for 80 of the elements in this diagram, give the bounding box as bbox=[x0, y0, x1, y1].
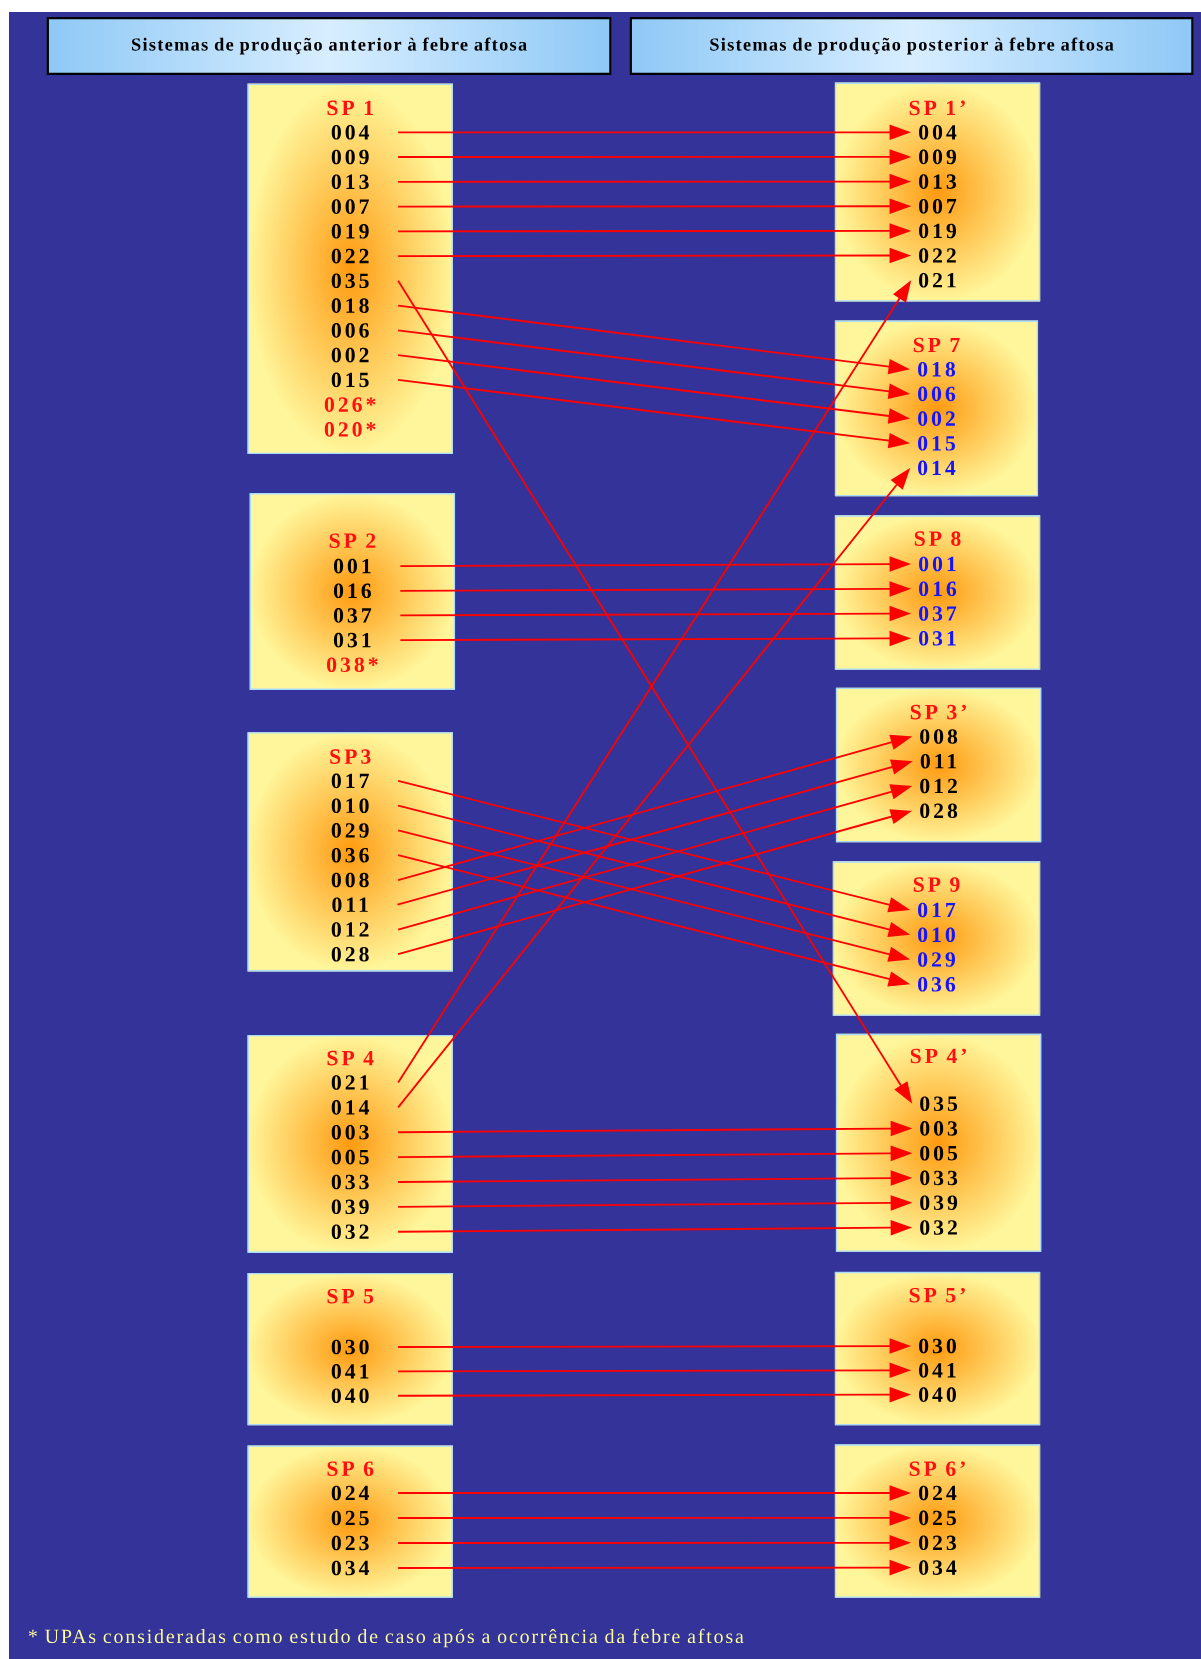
unit-code: 033 bbox=[331, 1174, 369, 1190]
unit-code: 031 bbox=[919, 631, 956, 646]
header-box: Sistemas de produção anterior à febre aftosa bbox=[46, 16, 612, 76]
unit-code: 019 bbox=[331, 224, 369, 239]
unit-code: 014 bbox=[918, 460, 956, 476]
unit-code: 013 bbox=[331, 174, 369, 190]
unit-code: 023 bbox=[919, 1535, 956, 1551]
unit-code: 039 bbox=[331, 1199, 369, 1215]
unit-code: 005 bbox=[331, 1149, 369, 1165]
unit-code: 035 bbox=[920, 1096, 958, 1111]
unit-code: 012 bbox=[920, 778, 957, 794]
unit-code: 032 bbox=[331, 1224, 369, 1239]
unit-code: 032 bbox=[920, 1220, 957, 1235]
unit-code: 036 bbox=[331, 847, 369, 863]
unit-code: 017 bbox=[918, 902, 956, 918]
unit-code: 041 bbox=[331, 1364, 369, 1379]
unit-code: 040 bbox=[331, 1388, 369, 1403]
unit-code: 011 bbox=[920, 753, 957, 769]
unit-code: 016 bbox=[919, 581, 957, 597]
unit-code: 025 bbox=[331, 1510, 369, 1526]
unit-code: 040 bbox=[919, 1387, 956, 1402]
unit-code: 031 bbox=[333, 632, 371, 648]
unit-code: 033 bbox=[920, 1170, 958, 1186]
unit-code: 028 bbox=[331, 946, 369, 962]
unit-code: 004 bbox=[919, 125, 957, 140]
unit-code: 038* bbox=[327, 657, 378, 672]
unit-code: 020* bbox=[324, 422, 376, 437]
unit-code: 004 bbox=[331, 125, 370, 140]
unit-code: 035 bbox=[331, 273, 369, 289]
unit-code: 041 bbox=[919, 1363, 956, 1378]
footnote: * UPAs consideradas como estudo de caso após a ocorrência da febre aftosa bbox=[28, 1628, 744, 1648]
unit-code: 003 bbox=[331, 1124, 369, 1140]
unit-code: 010 bbox=[918, 927, 955, 943]
unit-code: 013 bbox=[919, 174, 956, 189]
unit-code: 024 bbox=[919, 1485, 957, 1501]
unit-code: 022 bbox=[331, 248, 369, 264]
unit-code: 002 bbox=[331, 347, 369, 363]
unit-code: 002 bbox=[918, 411, 955, 426]
unit-code: 022 bbox=[919, 248, 956, 263]
unit-code: 034 bbox=[331, 1560, 370, 1576]
unit-code: 030 bbox=[919, 1338, 956, 1354]
unit-code: 026* bbox=[324, 397, 376, 412]
unit-code: 021 bbox=[919, 272, 956, 288]
unit-code: 001 bbox=[919, 556, 956, 572]
unit-code: 007 bbox=[919, 198, 957, 214]
unit-code: 015 bbox=[331, 372, 369, 388]
unit-code: 005 bbox=[920, 1145, 958, 1161]
unit-code: 018 bbox=[331, 298, 369, 313]
header-box: Sistemas de produção posterior à febre aftosa bbox=[629, 16, 1194, 76]
unit-code: 016 bbox=[333, 583, 371, 599]
unit-code: 037 bbox=[919, 606, 957, 621]
unit-code: 028 bbox=[920, 803, 958, 819]
unit-code: 008 bbox=[920, 729, 958, 744]
unit-code: 018 bbox=[918, 362, 956, 377]
unit-code: 014 bbox=[331, 1100, 370, 1115]
unit-code: 012 bbox=[331, 922, 369, 937]
unit-code: 029 bbox=[331, 823, 369, 838]
unit-code: 036 bbox=[918, 977, 956, 992]
unit-code: 009 bbox=[919, 149, 956, 165]
unit-code: 017 bbox=[331, 773, 369, 789]
unit-code: 039 bbox=[920, 1195, 958, 1210]
unit-code: 024 bbox=[331, 1485, 370, 1501]
unit-code: 015 bbox=[918, 436, 955, 451]
unit-code: 009 bbox=[331, 149, 369, 165]
unit-code: 006 bbox=[331, 323, 369, 338]
unit-code: 030 bbox=[331, 1339, 369, 1355]
unit-code: 007 bbox=[331, 199, 369, 214]
unit-code: 029 bbox=[918, 952, 955, 967]
unit-code: 003 bbox=[920, 1121, 958, 1136]
unit-code: 037 bbox=[333, 608, 372, 623]
unit-code: 011 bbox=[332, 897, 368, 912]
unit-code: 008 bbox=[331, 872, 369, 888]
unit-code: 006 bbox=[918, 386, 956, 402]
unit-code: 010 bbox=[331, 798, 369, 813]
unit-code: 001 bbox=[333, 558, 371, 574]
unit-code: 025 bbox=[919, 1510, 956, 1526]
unit-code: 019 bbox=[919, 223, 956, 239]
unit-code: 023 bbox=[331, 1535, 369, 1551]
unit-code: 034 bbox=[919, 1560, 957, 1575]
unit-code: 021 bbox=[331, 1075, 369, 1090]
